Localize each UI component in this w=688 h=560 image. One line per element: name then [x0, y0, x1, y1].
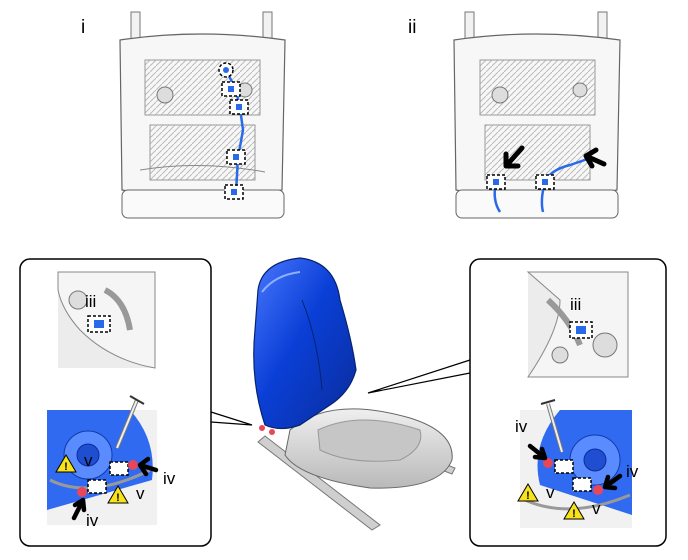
- callout-iv-right-2: iv: [626, 462, 639, 481]
- warning-triangle-icon: !: [563, 501, 585, 520]
- svg-text:!: !: [526, 490, 530, 502]
- black-arrow-icon: [527, 443, 548, 461]
- callout-v-right-1: v: [546, 483, 555, 502]
- svg-text:!: !: [572, 508, 576, 520]
- black-arrow-icon: [503, 145, 525, 169]
- black-arrow-icon: [583, 147, 607, 169]
- screwdriver-icon: [115, 395, 145, 449]
- svg-text:!: !: [64, 461, 68, 473]
- seat-frame-view-ii: [453, 11, 621, 219]
- svg-text:!: !: [116, 492, 120, 504]
- callout-iii-right: iii: [570, 295, 582, 314]
- seat-assembly: [253, 257, 456, 531]
- left-detail-frame: ! !: [19, 258, 212, 547]
- warning-triangle-icon: !: [55, 454, 77, 473]
- right-detail-frame: ! !: [469, 258, 667, 547]
- callout-iv-right-1: iv: [515, 417, 528, 436]
- screwdriver-icon: [540, 399, 564, 453]
- view-label-i: i: [81, 17, 86, 38]
- black-arrow-icon: [137, 456, 159, 477]
- callout-v-right-2: v: [592, 499, 601, 518]
- seat-frame-view-i: [119, 11, 286, 219]
- view-label-ii: ii: [408, 17, 417, 38]
- callout-iii-left: iii: [85, 292, 97, 311]
- black-arrow-icon: [71, 497, 87, 521]
- callout-v-left-2: v: [136, 484, 145, 503]
- warning-triangle-icon: !: [517, 483, 539, 502]
- callout-v-left-1: v: [84, 451, 93, 470]
- callout-iv-left-2: iv: [86, 511, 99, 530]
- black-arrow-icon: [602, 473, 623, 491]
- warning-triangle-icon: !: [107, 485, 129, 504]
- callout-iv-left-1: iv: [163, 469, 176, 488]
